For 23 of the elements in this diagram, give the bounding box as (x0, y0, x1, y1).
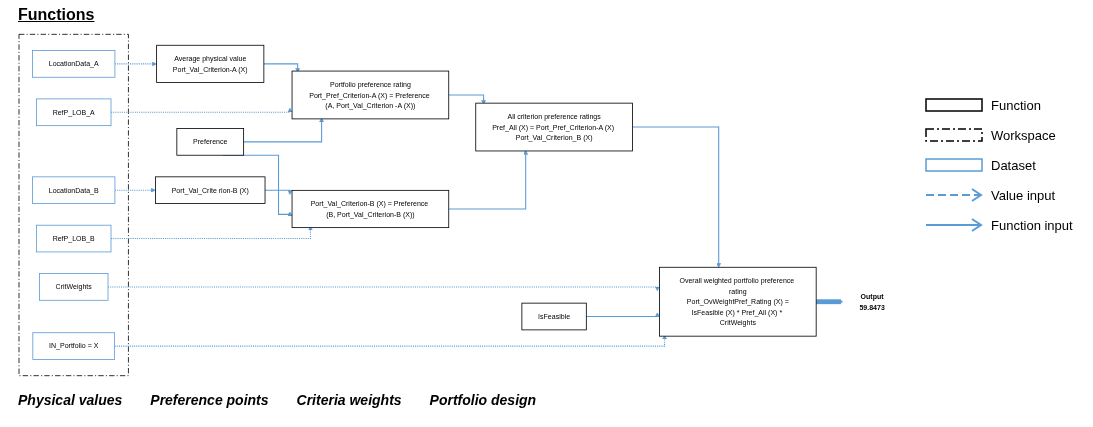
arrow (114, 187, 156, 193)
legend-label: Value input (991, 187, 1056, 203)
legend-label: Dataset (991, 157, 1036, 173)
arrow (110, 107, 293, 113)
diagram-title: Functions (18, 6, 95, 24)
arrow (114, 61, 157, 67)
group-heading: Criteria weights (296, 392, 402, 408)
legend-label: Function (991, 97, 1041, 113)
arrow (585, 312, 660, 318)
arrow (631, 126, 722, 268)
arrow (448, 150, 529, 210)
arrow (448, 94, 486, 105)
legend-label: Workspace (991, 127, 1056, 143)
group-heading: Portfolio design (429, 392, 537, 408)
arrow (264, 189, 293, 195)
legend-label: Function input (991, 217, 1073, 233)
group-heading: Preference points (150, 392, 269, 408)
group-heading: Physical values (18, 392, 123, 408)
arrow (107, 286, 660, 292)
arrow (263, 63, 301, 73)
arrow (243, 117, 324, 143)
arrow (816, 299, 844, 305)
cluster (18, 33, 129, 377)
